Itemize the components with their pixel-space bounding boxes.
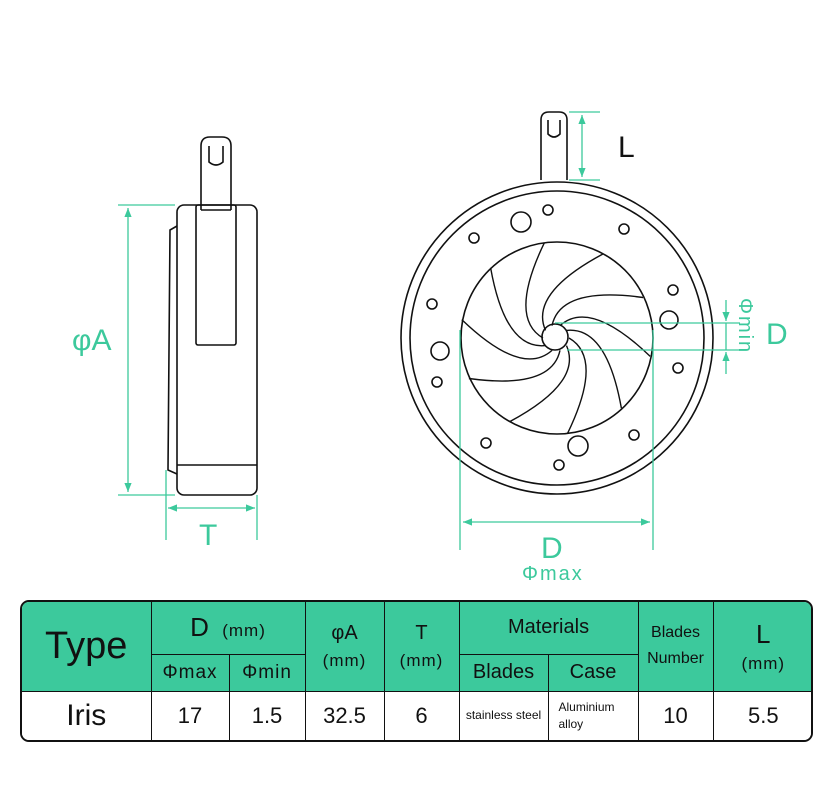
side-dimensions [118,204,258,540]
cell-type: Iris [22,690,152,740]
iris-blade-edge [468,350,561,382]
l-label: L [618,131,635,164]
cell-phimin: 1.5 [228,690,306,740]
header-case: Case [547,653,639,692]
side-body [176,204,258,496]
iris-diaphragm-drawing: φA T [72,111,788,585]
outer-ring [400,181,714,495]
header-t-unit: (mm) [399,650,444,670]
cell-t: 6 [383,690,460,740]
iris-blade-edge [559,316,651,357]
header-t: T (mm) [383,602,460,692]
header-type: Type [22,602,152,692]
header-phiA-unit: (mm) [322,650,367,670]
header-d: D (mm) [150,602,306,655]
iris-aperture [460,241,654,435]
phimax-label: Φmax [522,563,584,585]
iris-blades [461,242,651,434]
header-phiA: φA (mm) [304,602,385,692]
cell-phiA: 32.5 [304,690,385,740]
front-dimensions [459,111,740,550]
cell-case-material-2: alloy [558,716,584,731]
header-materials: Materials [458,602,639,655]
iris-center-opening [541,323,569,351]
header-l-label: L [756,618,771,649]
side-view [167,136,258,496]
iris-blade-edge [508,345,571,423]
iris-blade-edge [541,253,604,331]
header-t-label: T [415,621,428,644]
dmin-d-label: D [766,318,788,351]
header-phimin: Φmin [228,653,306,692]
header-blades-number: Blades Number [637,602,714,692]
iris-blade-edge [566,329,623,409]
cell-phimax: 17 [150,690,230,740]
header-blades-number-1: Blades [651,624,700,642]
front-view [400,111,714,495]
side-lever [200,136,232,210]
cell-blades-number: 10 [637,690,714,740]
iris-blade-edge [551,294,644,326]
iris-blade-edge [489,267,546,347]
header-l: L (mm) [712,602,811,692]
cell-l: 5.5 [712,690,811,740]
phiA-label: φA [72,324,111,357]
iris-blade-edge [461,319,553,360]
dmax-d-label: D [541,532,563,565]
iris-blade-edge [525,242,546,339]
iris-blade-edge [566,337,587,434]
header-phimax: Φmax [151,653,230,692]
cell-blades-material: stainless steel [458,690,549,740]
header-blades: Blades [458,653,549,692]
header-phiA-label: φA [331,621,358,644]
cell-case-material-1: Aluminium [558,699,615,714]
phimin-label: Φmin [734,298,756,354]
header-d-unit: (mm) [222,621,266,641]
front-lever [540,111,568,180]
spec-table: Type D (mm) φA (mm) T (mm) Materials Bla… [20,600,813,742]
t-label: T [199,519,217,552]
header-d-label: D [190,612,209,643]
cell-case-material: Aluminium alloy [547,690,639,740]
header-l-unit: (mm) [741,653,786,673]
header-blades-number-2: Number [647,650,704,668]
